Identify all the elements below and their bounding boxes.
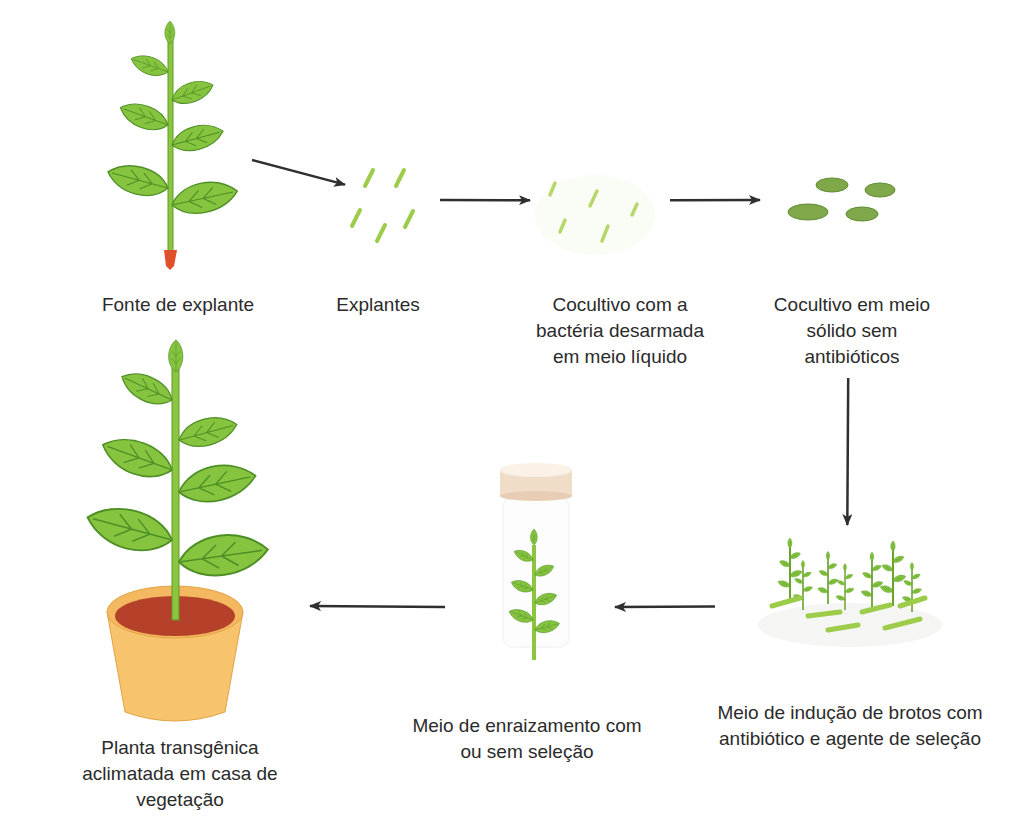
flow-arrow (615, 605, 715, 608)
stage-caption: Meio de enraizamento com ou sem seleção (411, 713, 643, 765)
process-stage: Explantes (345, 160, 440, 245)
stage-caption: Explantes (336, 292, 419, 318)
flow-arrow (440, 199, 530, 202)
stage-caption: Meio de indução de brotos com antibiótic… (709, 700, 991, 752)
process-stage: Cocultivo com a bactéria desarmada em me… (530, 175, 670, 245)
process-stage: Planta transgênica aclimatada em casa de… (55, 340, 310, 815)
flow-arrow (310, 606, 445, 607)
flow-arrow (670, 199, 760, 202)
stage-caption: Cocultivo em meio sólido sem antibiótico… (768, 292, 936, 370)
explant-pieces (352, 170, 413, 241)
flow-arrow (846, 378, 849, 525)
shoot-dish (758, 538, 942, 647)
process-stage: Meio de enraizamento com ou sem seleção (445, 455, 615, 650)
source-plant (104, 21, 240, 270)
stage-caption: Fonte de explante (102, 292, 254, 318)
potted-plant (82, 340, 270, 721)
process-stage: Cocultivo em meio sólido sem antibiótico… (760, 170, 940, 378)
rooting-tube (500, 463, 572, 660)
flow-arrow (252, 160, 345, 185)
stage-caption: Planta transgênica aclimatada em casa de… (78, 735, 283, 813)
liquid-culture (535, 175, 655, 255)
process-stage: Fonte de explante (75, 20, 252, 270)
stage-caption: Cocultivo com a bactéria desarmada em me… (521, 292, 719, 370)
leaf-discs (788, 178, 895, 221)
process-stage: Meio de indução de brotos com antibiótic… (715, 525, 985, 780)
